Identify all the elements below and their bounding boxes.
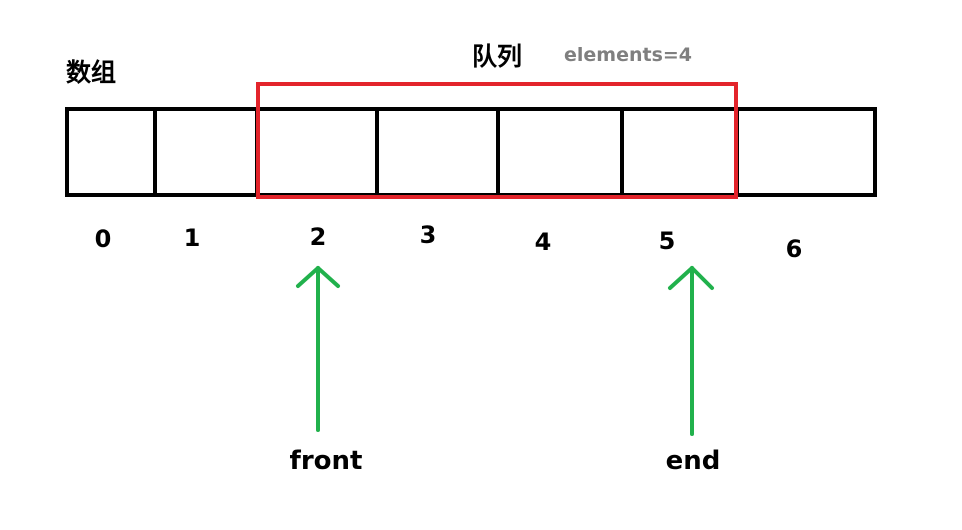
elements-count-label: elements=4 xyxy=(564,44,693,66)
array-cell-1 xyxy=(153,107,259,197)
front-arrow xyxy=(296,266,340,432)
array-title: 数组 xyxy=(66,58,117,87)
array-cell-6 xyxy=(735,107,877,197)
index-label: 6 xyxy=(785,235,803,263)
array-cell-0 xyxy=(65,107,157,197)
array-cell-3 xyxy=(375,107,500,197)
index-label: 3 xyxy=(419,221,437,249)
index-label: 4 xyxy=(534,228,552,256)
index-label: 5 xyxy=(658,227,676,255)
end-arrow xyxy=(668,266,714,436)
end-label: end xyxy=(665,446,721,476)
index-label: 0 xyxy=(94,225,112,253)
index-label: 1 xyxy=(183,224,201,252)
index-label: 2 xyxy=(309,223,327,251)
queue-title: 队列 xyxy=(472,42,523,71)
queue-outline xyxy=(256,82,738,199)
front-label: front xyxy=(289,446,363,476)
